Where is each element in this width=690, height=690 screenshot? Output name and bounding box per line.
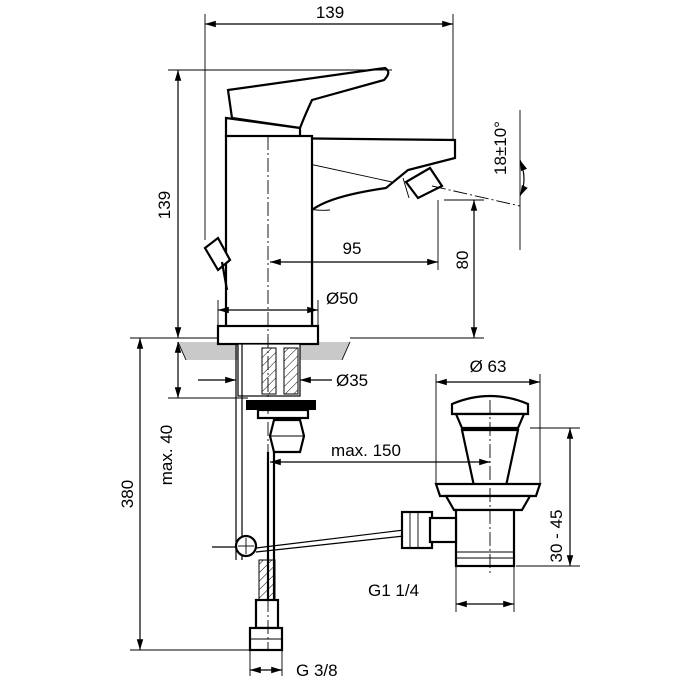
spout-height-label: 80 [453,251,472,270]
dim-spout-reach: 95 [270,200,439,270]
dim-drain-thread: G1 1/4 [368,566,515,612]
drain-thread [456,512,515,564]
dim-total-width: 139 [204,3,454,240]
dim-hole-diameter: Ø35 [198,371,368,390]
dim-drain-reach: max. 150 [270,441,490,466]
dim-max-thickness: max. 40 [157,342,248,485]
dim-drain-range: 30 - 45 [516,427,580,567]
angle-label: 18±10° [491,121,510,175]
dim-spout-height: 80 [350,199,484,339]
dim-base-diameter: Ø50 [217,289,358,326]
below-counter-label: 380 [118,480,137,508]
drain-assembly [400,394,542,574]
base-diameter-label: Ø50 [326,289,358,308]
total-width-label: 139 [316,3,344,22]
drain-thread-label: G1 1/4 [368,581,419,600]
dim-drain-diameter: Ø 63 [435,357,541,484]
max-thickness-label: max. 40 [157,425,176,485]
drain-diameter-label: Ø 63 [470,357,507,376]
dim-angle: 18±10° [491,110,528,250]
spout-reach-label: 95 [343,239,362,258]
mounting-assembly [212,343,405,652]
faucet-body [203,66,457,346]
supply-thread-label: G 3/8 [296,661,338,680]
centerlines [267,136,521,650]
dim-supply-thread: G 3/8 [249,650,338,680]
drain-range-label: 30 - 45 [547,510,566,563]
hole-diameter-label: Ø35 [336,371,368,390]
drain-reach-label: max. 150 [331,441,401,460]
dim-below-counter: 380 [118,337,250,651]
total-height-label: 139 [155,191,174,219]
